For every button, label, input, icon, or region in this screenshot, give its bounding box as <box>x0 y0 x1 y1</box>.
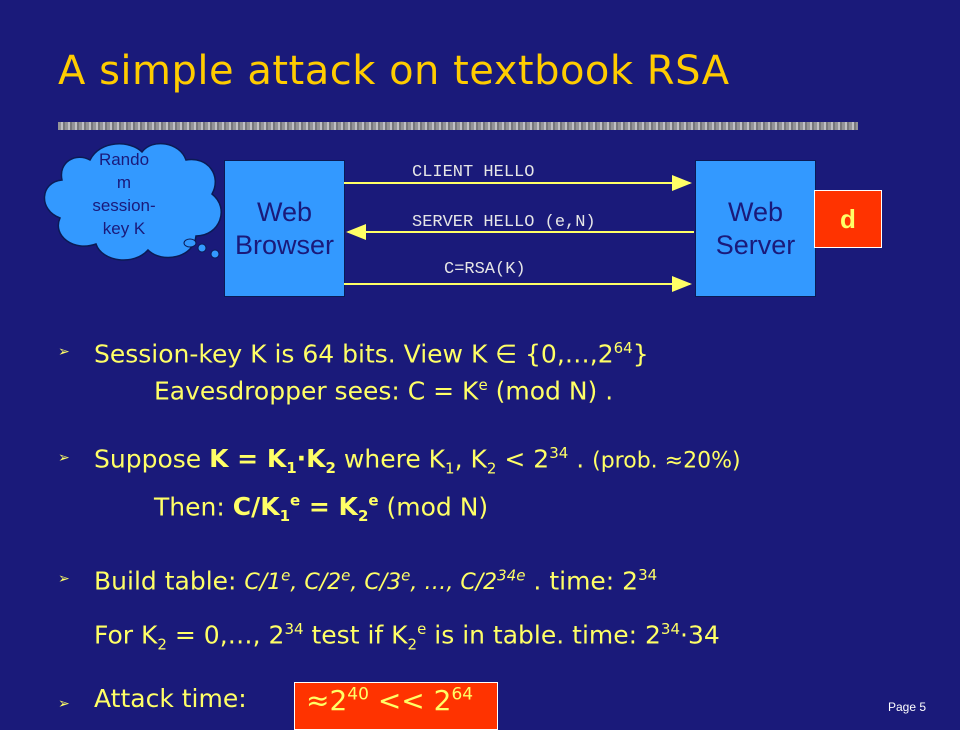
slide-title: A simple attack on textbook RSA <box>58 48 730 94</box>
attack-time-label: Attack time: <box>94 684 247 713</box>
web-browser-box: Web Browser <box>224 160 345 297</box>
bullet-3-line-2: For K2 = 0,…, 234 test if K2e is in tabl… <box>94 620 720 654</box>
secret-key-box: d <box>814 190 882 248</box>
client-hello-label: CLIENT HELLO <box>412 163 535 182</box>
arrow-bullet-icon: ➢ <box>58 344 70 360</box>
bullet-2-line-1: Suppose K = K1·K2 where K1, K2 < 234 . (… <box>94 444 741 478</box>
bullet-2-line-2: Then: C/K1e = K2e (mod N) <box>154 492 489 526</box>
arrow-bullet-icon: ➢ <box>58 450 70 466</box>
thought-cloud-icon <box>43 142 222 261</box>
web-server-box: Web Server <box>695 160 816 297</box>
arrow-bullet-icon: ➢ <box>58 571 70 587</box>
cloud-label: Rando m session- key K <box>92 150 156 238</box>
bullet-1-line-2: Eavesdropper sees: C = Ke (mod N) . <box>154 376 614 406</box>
bullet-1-line-1: Session-key K is 64 bits. View K ∈ {0,…,… <box>94 339 649 369</box>
arrow-bullet-icon: ➢ <box>58 696 70 712</box>
title-divider <box>58 122 858 130</box>
server-hello-label: SERVER HELLO (e,N) <box>412 213 596 232</box>
page-number: Page 5 <box>888 700 927 714</box>
rsa-label: C=RSA(K) <box>444 260 526 279</box>
attack-time-value: ≈240 << 264 <box>306 684 474 717</box>
bullet-3-line-1: Build table: C/1e, C/2e, C/3e, …, C/234e… <box>94 566 658 596</box>
